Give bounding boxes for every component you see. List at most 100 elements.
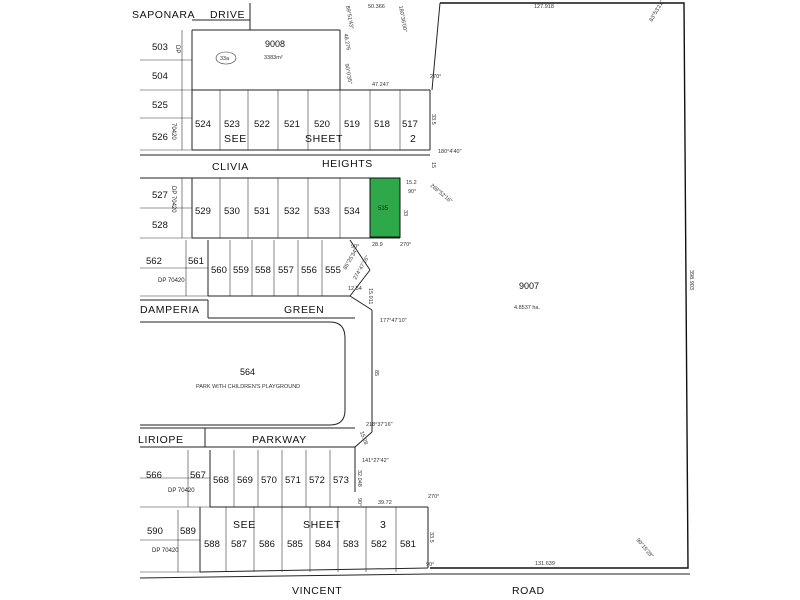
lot-568: 568 bbox=[213, 475, 229, 486]
see-label-1: SEE bbox=[224, 133, 247, 145]
parcel-564-desc: PARK WITH CHILDREN'S PLAYGROUND bbox=[196, 384, 300, 390]
lot-503: 503 bbox=[152, 42, 168, 53]
bearing-12: 15 bbox=[430, 162, 436, 168]
lot-530: 530 bbox=[224, 206, 240, 217]
bearing-1: 50.366 bbox=[368, 4, 385, 10]
lot-534: 534 bbox=[344, 206, 360, 217]
lot-519: 519 bbox=[344, 119, 360, 130]
dp-label-1: DP bbox=[174, 45, 180, 53]
lot-row-560-555: 560 559 558 557 556 555 bbox=[211, 265, 341, 276]
see-label-2: SEE bbox=[233, 519, 256, 531]
sheet-label-2: SHEET bbox=[303, 519, 341, 531]
lot-566: 566 bbox=[146, 470, 162, 481]
bearing-6: 48.276 bbox=[342, 33, 351, 51]
lot-535-highlight[interactable] bbox=[369, 177, 401, 238]
parcel-9008: 9008 bbox=[265, 39, 285, 49]
lot-523: 523 bbox=[224, 119, 240, 130]
parcel-9008-area: 3383m² bbox=[264, 55, 283, 61]
lot-587: 587 bbox=[231, 539, 247, 550]
lot-525: 525 bbox=[152, 100, 168, 111]
lot-586: 586 bbox=[259, 539, 275, 550]
lot-517: 517 bbox=[402, 119, 418, 130]
bearing-29: 32.048 bbox=[356, 470, 362, 487]
road-drive: DRIVE bbox=[210, 9, 245, 21]
lot-521: 521 bbox=[284, 119, 300, 130]
lot-526: 526 bbox=[152, 132, 168, 143]
road-damperia: DAMPERIA bbox=[140, 304, 200, 316]
lot-557: 557 bbox=[278, 265, 294, 276]
bearing-30: 90° bbox=[356, 498, 362, 506]
lot-570: 570 bbox=[261, 475, 277, 486]
lot-504: 504 bbox=[152, 71, 168, 82]
bearing-33: 33.5 bbox=[428, 532, 434, 543]
bearing-19: 90° bbox=[351, 244, 359, 250]
bearing-2: 127.918 bbox=[534, 4, 554, 10]
bearing-23: 15.011 bbox=[367, 288, 373, 304]
lot-9007-boundary bbox=[430, 2, 689, 569]
lot-582: 582 bbox=[371, 539, 387, 550]
lot-558: 558 bbox=[255, 265, 271, 276]
bearing-18: 270° bbox=[400, 242, 411, 248]
lot-528: 528 bbox=[152, 220, 168, 231]
lot-562: 562 bbox=[146, 256, 162, 267]
dp-label-2: 70420 bbox=[170, 123, 176, 140]
bearing-22: 12.54 bbox=[348, 286, 362, 292]
lot-590: 590 bbox=[147, 526, 163, 537]
bearing-28: 141°27'42" bbox=[362, 458, 389, 464]
lot-row-588-581: 588 587 586 585 584 583 582 581 bbox=[204, 539, 416, 550]
bearing-24: 177°47'10" bbox=[380, 318, 407, 324]
lot-533: 533 bbox=[314, 206, 330, 217]
road-road: ROAD bbox=[512, 585, 545, 597]
road-parkway: PARKWAY bbox=[252, 434, 307, 446]
dp-label-5: DP 70420 bbox=[168, 488, 195, 494]
bearing-32: 270° bbox=[428, 494, 439, 500]
bearing-26: 218°37'16" bbox=[366, 422, 393, 428]
bearing-25: 85 bbox=[373, 370, 379, 376]
dp-label-3: DP 70420 bbox=[170, 186, 176, 213]
bearing-14: 90° bbox=[408, 189, 416, 195]
lot-571: 571 bbox=[285, 475, 301, 486]
circle-marker bbox=[215, 51, 237, 65]
road-green: GREEN bbox=[284, 304, 324, 316]
bearing-27: 15.28 bbox=[358, 431, 368, 446]
road-heights: HEIGHTS bbox=[322, 158, 373, 170]
lot-529: 529 bbox=[195, 206, 211, 217]
lot-535[interactable]: 535 bbox=[378, 206, 389, 212]
lot-559: 559 bbox=[233, 265, 249, 276]
dp-label-4: DP 70420 bbox=[158, 278, 185, 284]
bearing-16: 33 bbox=[402, 210, 408, 216]
lot-583: 583 bbox=[343, 539, 359, 550]
lot-573: 573 bbox=[333, 475, 349, 486]
road-clivia: CLIVIA bbox=[212, 161, 249, 173]
bearing-4: 89°51'43" bbox=[344, 5, 354, 29]
lot-row-568-573: 568 569 570 571 572 573 bbox=[213, 475, 349, 486]
road-saponara: SAPONARA bbox=[132, 9, 195, 21]
bearing-35: 131.639 bbox=[535, 561, 555, 567]
lot-row-524-517: 524 523 522 521 520 519 518 517 bbox=[195, 119, 418, 130]
lot-567: 567 bbox=[190, 470, 206, 481]
sheet-label-1: SHEET bbox=[305, 133, 343, 145]
bearing-34: 90° bbox=[426, 562, 434, 568]
dp-label-6: DP 70420 bbox=[152, 548, 179, 554]
lot-589: 589 bbox=[180, 526, 196, 537]
bearing-37: 398.903 bbox=[688, 270, 694, 290]
bearing-10: 33.5 bbox=[430, 114, 436, 125]
lot-532: 532 bbox=[284, 206, 300, 217]
park-564-boundary bbox=[140, 321, 346, 426]
road-vincent: VINCENT bbox=[292, 585, 342, 597]
bearing-31: 39.72 bbox=[378, 500, 392, 506]
bearing-7: 90°0'35" bbox=[343, 63, 352, 84]
lot-572: 572 bbox=[309, 475, 325, 486]
bearing-17: 28.9 bbox=[372, 242, 383, 248]
lot-581: 581 bbox=[400, 539, 416, 550]
bearing-5: 180°36'00" bbox=[397, 5, 408, 32]
sheet-number-3: 3 bbox=[380, 519, 386, 531]
lot-561: 561 bbox=[188, 256, 204, 267]
lot-527: 527 bbox=[152, 190, 168, 201]
lot-522: 522 bbox=[254, 119, 270, 130]
bearing-8: 47.247 bbox=[372, 82, 389, 88]
circle-label: 33a bbox=[220, 56, 230, 62]
lot-520: 520 bbox=[314, 119, 330, 130]
sheet-number-2: 2 bbox=[410, 133, 416, 145]
